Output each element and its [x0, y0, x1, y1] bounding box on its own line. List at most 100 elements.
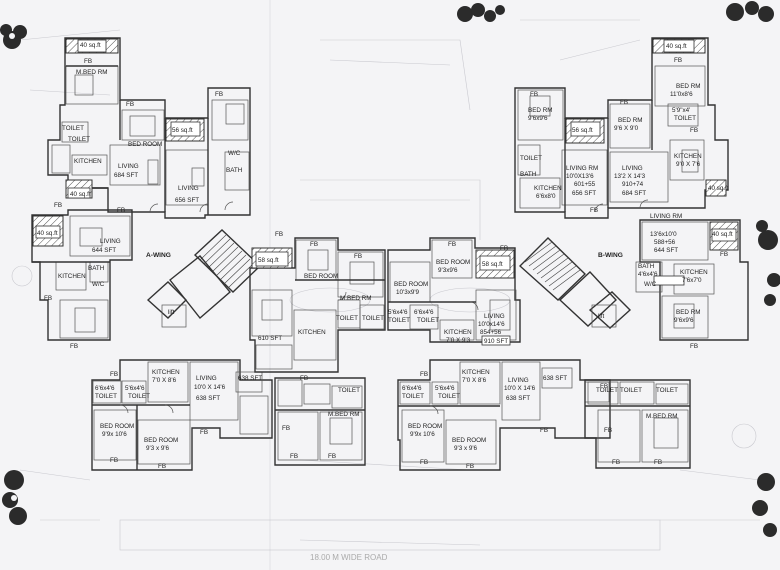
room-label: LIVING	[178, 185, 199, 192]
room-label: TOILET	[388, 317, 410, 324]
fb-label: FB	[290, 453, 298, 460]
room-label: KITCHEN	[152, 369, 180, 376]
terrace-label: 40 sq.ft	[37, 230, 58, 237]
dim-label: 7'0 X 8'6	[462, 377, 487, 384]
terrace-label: 58 sq.ft	[258, 257, 279, 264]
room-label: LIVING	[100, 238, 121, 245]
fb-label: FB	[200, 429, 208, 436]
area-label: 638 SFT	[506, 395, 530, 402]
dim-label: 4'6x4'6	[638, 271, 658, 278]
dim-label: 13'6x10'0	[650, 231, 677, 238]
fb-label: FB	[310, 241, 318, 248]
tree-icon	[726, 1, 774, 22]
room-label: TOILET	[620, 387, 642, 394]
dim-label: 10'0X13'6	[566, 173, 594, 180]
fb-label: FB	[215, 91, 223, 98]
room-label: BATH	[88, 265, 105, 272]
tree-icon	[11, 265, 757, 449]
terrace-label: 40 sq.ft	[70, 191, 91, 198]
dim-label: 9'6x9'6	[528, 115, 548, 122]
dim-label: 9'3 x 9'6	[454, 445, 478, 452]
room-label: BATH	[226, 167, 243, 174]
fb-label: FB	[674, 57, 682, 64]
room-label: TOILET	[62, 125, 84, 132]
terrace-label: 40 sq.ft	[708, 185, 729, 192]
bottom-centre-right-block	[397, 359, 611, 471]
fb-label: FB	[690, 127, 698, 134]
area-label: 910+74	[622, 181, 644, 188]
room-label: TOILET	[656, 387, 678, 394]
area-label: 638 SFT	[543, 375, 567, 382]
fb-label: FB	[420, 371, 428, 378]
fb-label: FB	[654, 459, 662, 466]
room-label: LIVING	[484, 313, 505, 320]
room-label: BED ROOM	[408, 423, 442, 430]
room-label: BED ROOM	[436, 259, 470, 266]
room-label: BED RM	[618, 117, 643, 124]
room-label: TOILET	[674, 115, 696, 122]
terrace-label: 40 sq.ft	[666, 43, 687, 50]
area-label: 644 SFT	[92, 247, 116, 254]
b-wing-staircase	[518, 237, 632, 329]
area-label: 610 SFT	[258, 335, 282, 342]
room-label: TOILET	[402, 393, 424, 400]
bottom-left-block	[91, 359, 273, 471]
dim-label: 9'9x 10'6	[410, 431, 435, 438]
bottom-right-block	[584, 379, 691, 469]
area-label: 644 SFT	[654, 247, 678, 254]
fb-label: FB	[126, 101, 134, 108]
fb-label: FB	[275, 231, 283, 238]
room-label: M.BED RM	[76, 69, 108, 76]
room-label: TOILET	[520, 155, 542, 162]
room-label: TOILET	[68, 136, 90, 143]
fb-label: FB	[354, 253, 362, 260]
dim-label: 5'9"x4'	[672, 107, 690, 114]
room-label: BED ROOM	[144, 437, 178, 444]
room-label: BED ROOM	[304, 273, 338, 280]
fb-label: FB	[604, 427, 612, 434]
fb-label: FB	[110, 457, 118, 464]
room-label: KITCHEN	[534, 185, 562, 192]
area-label: 656 SFT	[572, 190, 596, 197]
tree-decorations	[0, 1, 780, 537]
dim-label: 11'0x8'6	[670, 91, 693, 98]
area-label: 638 SFT	[196, 395, 220, 402]
dim-label: 13'2 X 14'3	[614, 173, 646, 180]
fb-label: FB	[530, 91, 538, 98]
room-label: BED ROOM	[452, 437, 486, 444]
fb-label: FB	[420, 459, 428, 466]
fb-label: FB	[590, 207, 598, 214]
room-label: BATH	[638, 263, 655, 270]
dim-label: 6'6x8'0	[536, 193, 556, 200]
dim-label: 6'6x4'6	[95, 385, 115, 392]
room-label: M.BED RM	[328, 411, 360, 418]
fb-label: FB	[54, 202, 62, 209]
site-background	[19, 19, 761, 551]
dim-label: 10'0 X 14'6	[194, 384, 226, 391]
tree-icon	[752, 473, 777, 537]
area-label: 684 SFT	[114, 172, 138, 179]
fb-label: FB	[158, 463, 166, 470]
fb-label: FB	[466, 463, 474, 470]
terrace-label: 58 sq.ft	[482, 261, 503, 268]
b-wing-block	[514, 37, 749, 341]
terrace-label: 56 sq.ft	[572, 127, 593, 134]
room-label: BED ROOM	[100, 423, 134, 430]
dim-label: 5'6x4'6	[388, 309, 408, 316]
dim-label: 9'3x9'6	[438, 267, 458, 274]
fb-label: 40 sq.ft	[80, 42, 101, 49]
fb-label: FB	[620, 99, 628, 106]
a-wing-block	[31, 37, 251, 341]
dim-label: 9'0 X 7'6	[676, 161, 701, 168]
wing-label-a: A-WING	[146, 252, 171, 259]
area-label: 910 SFT	[484, 338, 508, 345]
room-label: BED ROOM	[394, 281, 428, 288]
room-label: W/C	[228, 150, 241, 157]
room-label: KITCHEN	[674, 153, 702, 160]
fb-label: FB	[540, 427, 548, 434]
fb-label: FB	[720, 251, 728, 258]
room-label: BATH	[520, 171, 537, 178]
tree-icon	[0, 24, 27, 49]
tree-icon	[756, 220, 780, 306]
room-label: BED RM	[676, 309, 701, 316]
